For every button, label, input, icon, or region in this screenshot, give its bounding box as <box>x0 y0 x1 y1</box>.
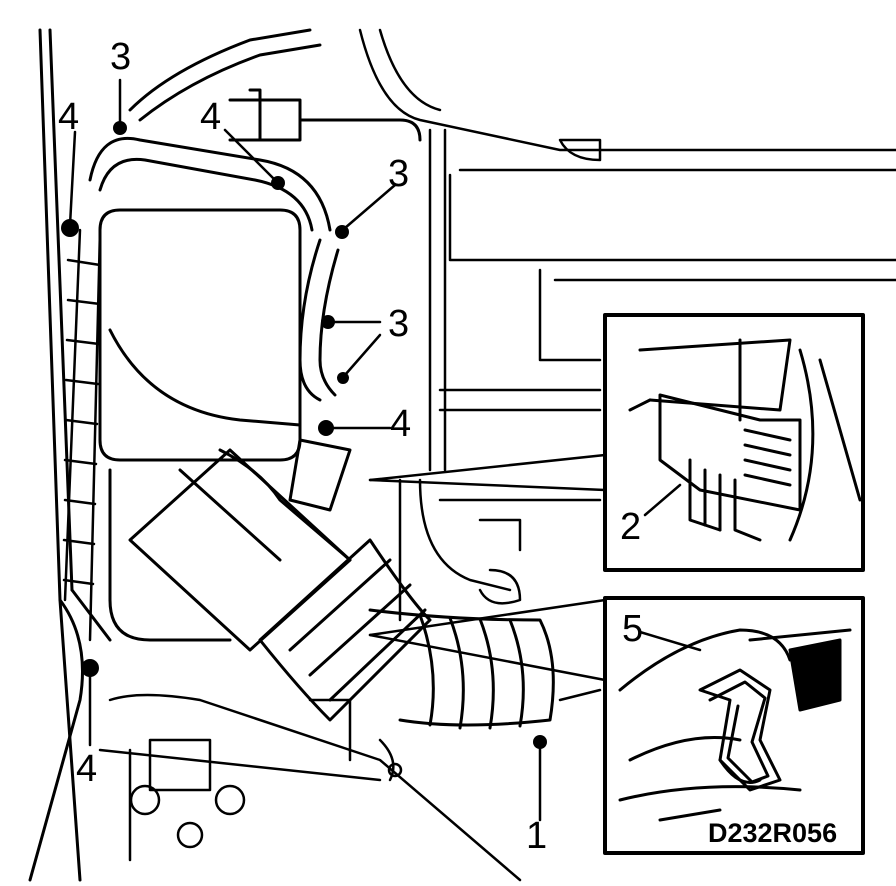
callout-dots <box>61 121 547 749</box>
callout-leader-lines <box>68 78 702 822</box>
lower-engine-area <box>98 688 602 882</box>
callout-4-top-left: 4 <box>58 96 80 138</box>
detail-projection-lines <box>368 453 607 682</box>
engine-components-upper <box>358 28 896 622</box>
figure-reference-code: D232R056 <box>708 818 838 848</box>
coolant-reservoir <box>98 208 302 642</box>
radiator-fins <box>62 228 102 642</box>
callout-4-bottom-left: 4 <box>76 748 98 790</box>
callout-3-middle: 3 <box>388 303 410 345</box>
callout-3-upper: 3 <box>388 153 410 195</box>
callout-4-top-center: 4 <box>200 96 222 138</box>
coolant-hoses <box>88 28 422 402</box>
detail-box-connector <box>603 313 865 572</box>
air-intake-assembly <box>128 438 555 730</box>
callout-3-top-left: 3 <box>110 36 132 78</box>
callout-5: 5 <box>622 608 644 650</box>
detail-box-clip <box>603 596 865 855</box>
callout-1: 1 <box>526 815 548 857</box>
callout-2: 2 <box>620 506 642 548</box>
callout-4-middle-right: 4 <box>390 403 412 445</box>
